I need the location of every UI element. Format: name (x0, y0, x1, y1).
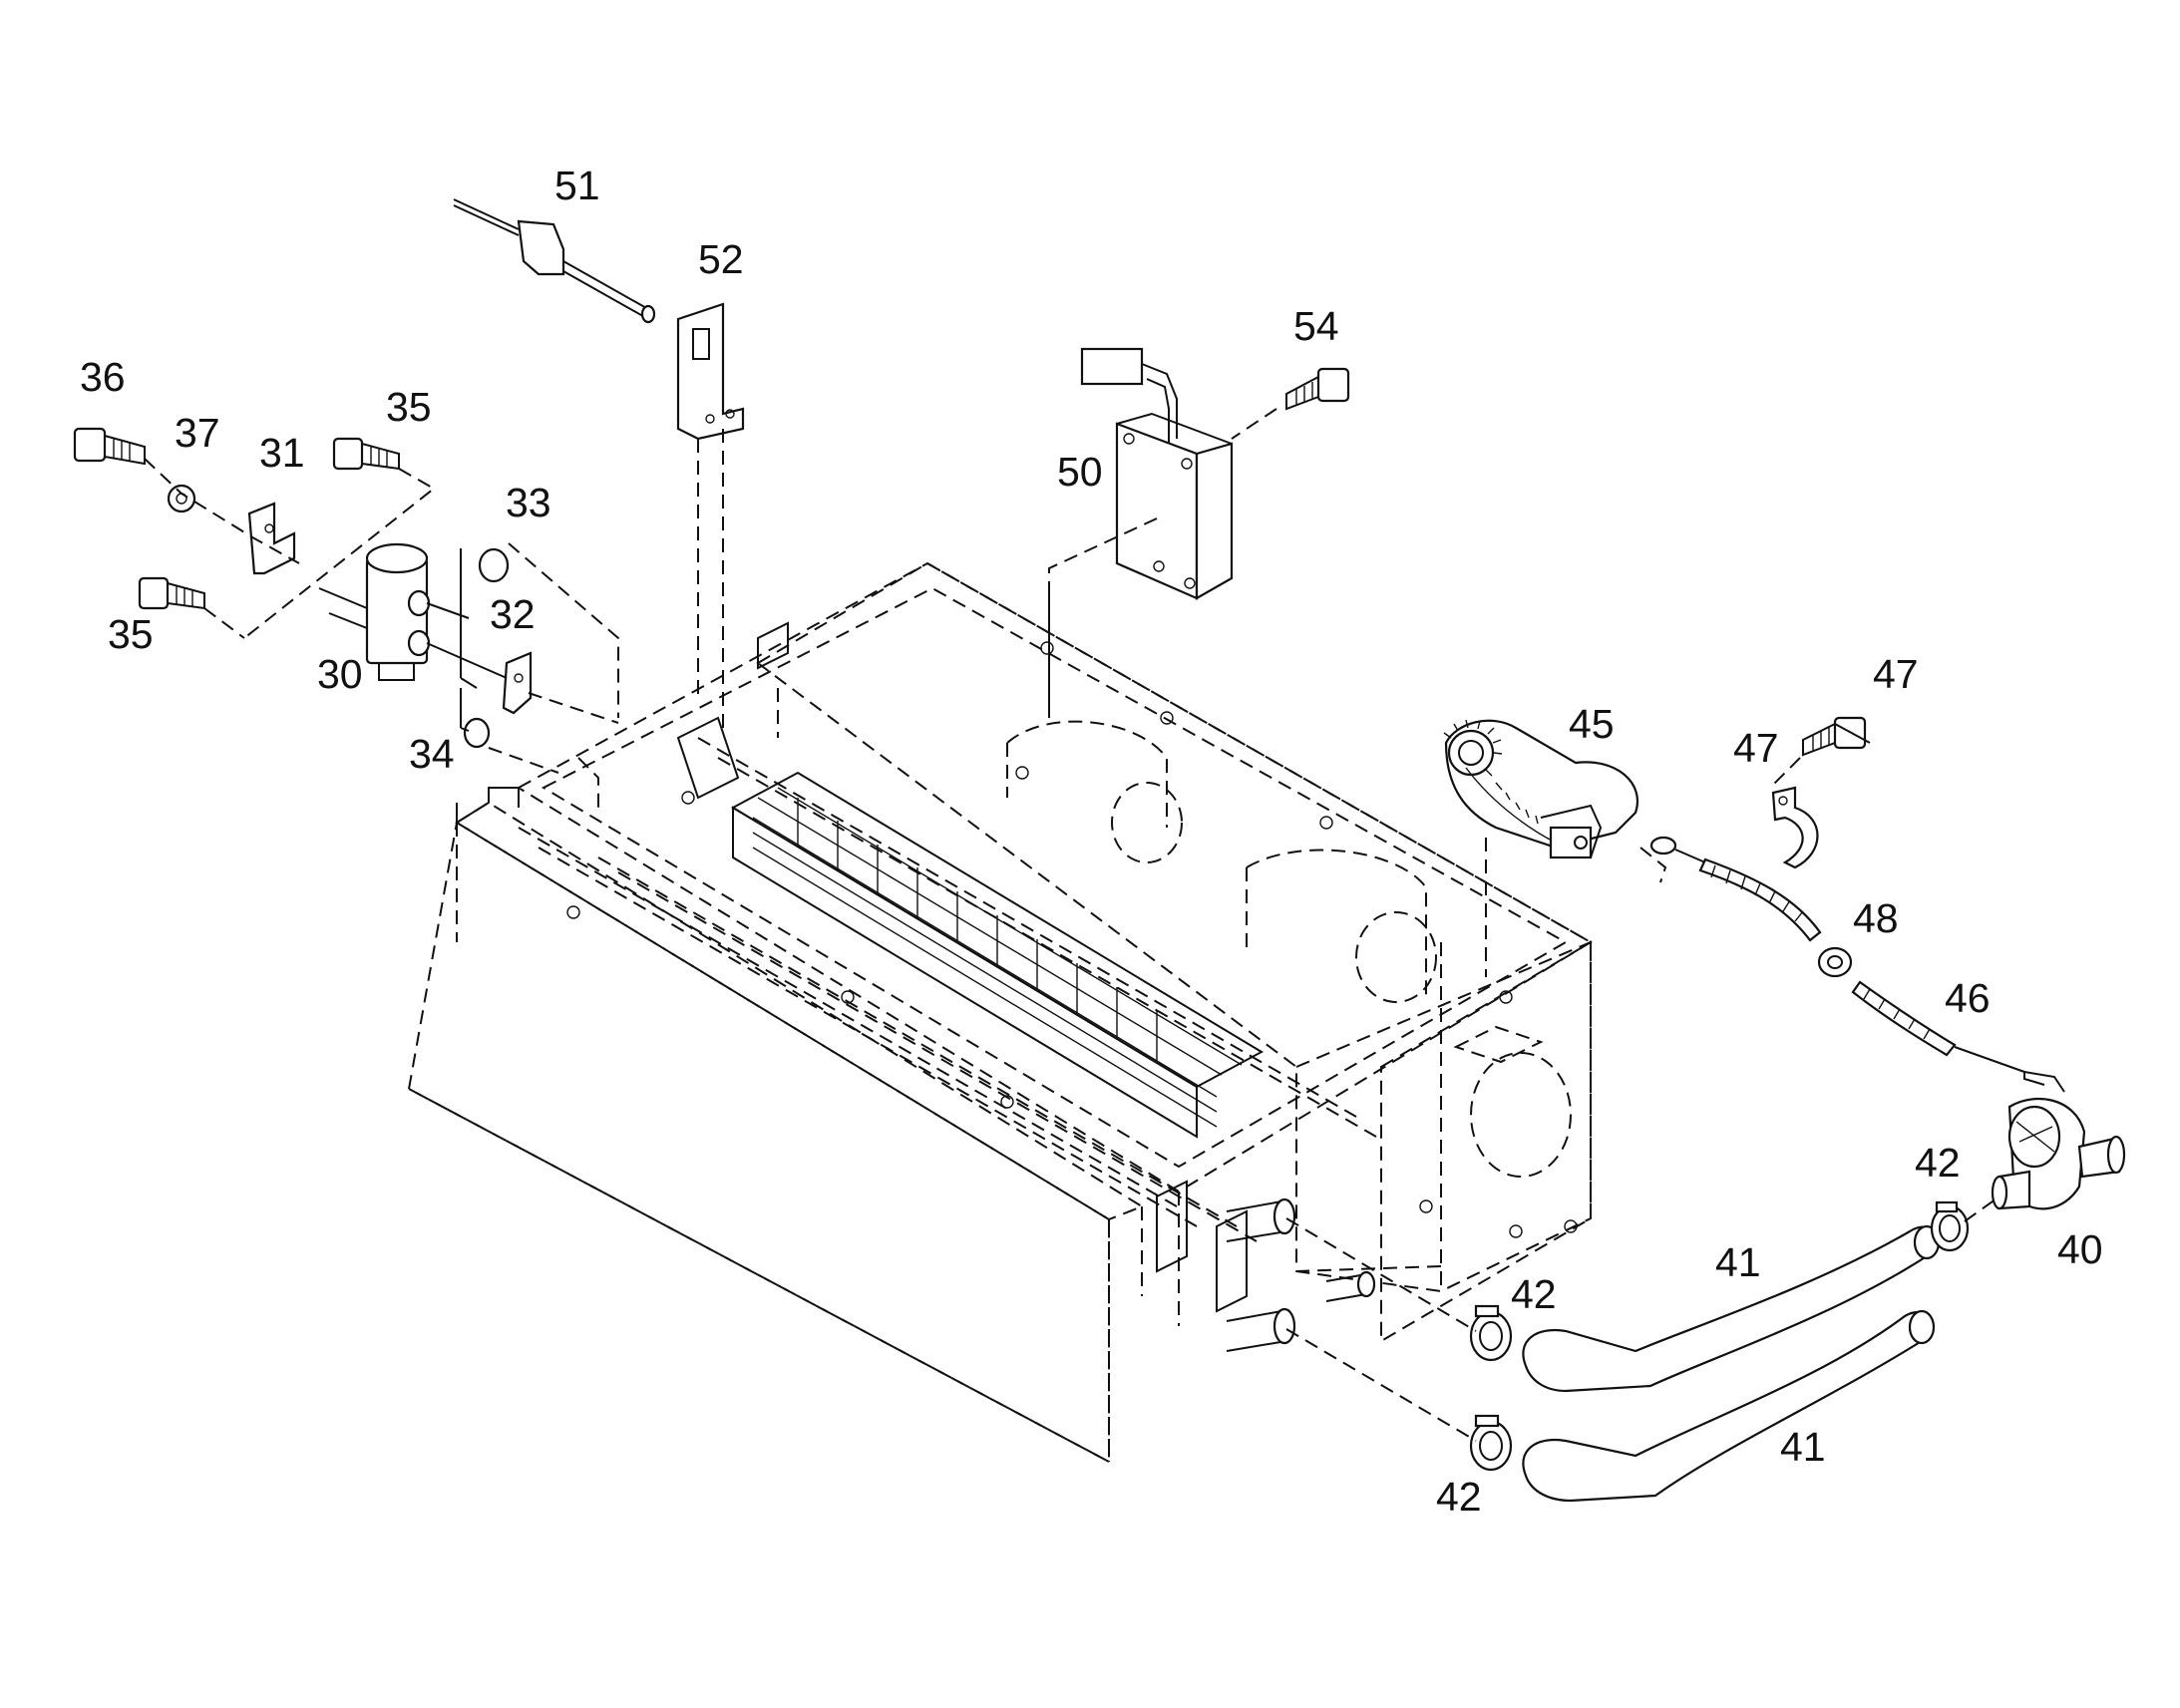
callout-31: 31 (259, 430, 305, 476)
bolt-35-upper-part (332, 437, 400, 471)
callout-52: 52 (698, 236, 744, 282)
callout-47-clip: 47 (1733, 725, 1779, 771)
sensor-bracket-part (676, 302, 745, 441)
heater-housing (407, 561, 1593, 1464)
resistor-group (1048, 347, 1350, 718)
cable-clip-part (1771, 786, 1819, 869)
bolt-35-lower-part (138, 576, 205, 610)
clip-group (1769, 716, 1871, 869)
callout-40: 40 (2057, 1226, 2103, 1272)
callout-labels: 51 52 54 36 35 37 31 50 33 32 35 47 30 4… (80, 163, 2103, 1520)
callout-51: 51 (554, 163, 600, 208)
callout-42-valve: 42 (1915, 1140, 1961, 1186)
bolt-36-part (73, 427, 146, 466)
callout-50: 50 (1057, 449, 1103, 495)
sensor-group (453, 198, 745, 800)
resistor-module-part (1115, 422, 1199, 600)
callout-48: 48 (1853, 895, 1899, 941)
callout-42-lower: 42 (1436, 1474, 1482, 1520)
temperature-sensor-part (517, 219, 565, 276)
washer-37-part (167, 484, 196, 513)
screw-47-part (1802, 716, 1871, 757)
expansion-valve-group (73, 427, 619, 774)
clamp-42-upper-part (1469, 1304, 1513, 1362)
bracket-31-part (247, 502, 296, 575)
callout-41-upper: 41 (1715, 1239, 1761, 1285)
clamp-42-lower-part (1469, 1414, 1513, 1472)
callout-34: 34 (409, 731, 455, 777)
callout-46: 46 (1945, 975, 1991, 1021)
bracket-32-part (502, 651, 533, 715)
callout-54: 54 (1293, 303, 1339, 349)
callout-30: 30 (317, 651, 363, 697)
callout-41-lower: 41 (1780, 1424, 1826, 1470)
actuator-clamp-part (1549, 826, 1593, 859)
callout-47-screw: 47 (1873, 651, 1919, 697)
water-valve-group (1991, 1097, 2126, 1210)
callout-35-upper: 35 (386, 384, 432, 430)
callout-42-upper: 42 (1511, 1271, 1557, 1317)
clamp-42-valve-part (1930, 1200, 1970, 1252)
callout-32: 32 (490, 591, 536, 637)
grommet-48-part (1817, 946, 1853, 978)
control-cable-upper-part (1698, 857, 1822, 942)
callout-45: 45 (1569, 701, 1615, 747)
callout-35-lower: 35 (108, 611, 154, 657)
callout-33: 33 (506, 480, 551, 525)
o-ring-34-part (463, 717, 491, 749)
callout-37: 37 (175, 410, 220, 456)
connector-plug-part (1080, 347, 1144, 386)
callout-36: 36 (80, 354, 126, 400)
o-ring-33-part (478, 547, 510, 583)
actuator-group (1443, 719, 2065, 1093)
screw-54-part (1285, 367, 1350, 411)
control-cable-lower-part (1851, 980, 1957, 1057)
hose-group (1285, 1196, 2000, 1503)
